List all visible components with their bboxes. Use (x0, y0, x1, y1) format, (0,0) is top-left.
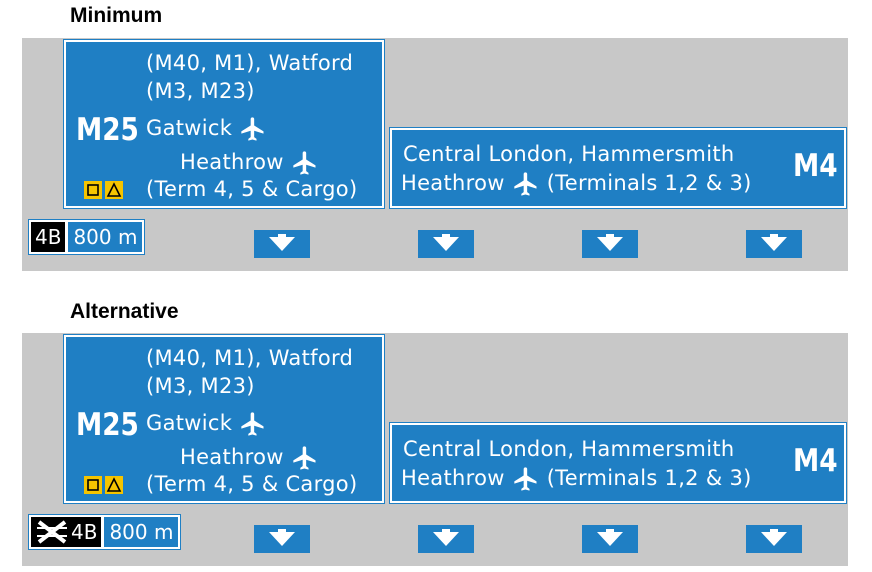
lane-down-arrow (746, 525, 802, 553)
lane-down-arrow (418, 230, 474, 258)
airport-plane-icon (514, 172, 537, 196)
lane-down-arrow (582, 230, 638, 258)
right-direction-sign: Central London, Hammersmith Heathrow (Te… (389, 422, 847, 504)
triangle-symbol-icon (105, 181, 123, 199)
down-arrow-icon (269, 234, 295, 251)
sign-line-m3-m23: (M3, M23) (146, 374, 255, 398)
sign-line-heathrow: Heathrow (180, 444, 319, 472)
sign-line-central-london: Central London, Hammersmith (403, 142, 735, 166)
section-title-alternative: Alternative (70, 300, 179, 323)
sign-line-gatwick: Gatwick (146, 115, 267, 143)
down-arrow-icon (761, 529, 787, 546)
sign-line-heathrow-terminals: Heathrow (Terminals 1,2 & 3) (401, 465, 752, 493)
route-number-m25: M25 (76, 407, 139, 443)
airport-plane-icon (293, 151, 316, 175)
heathrow-label: Heathrow (401, 466, 505, 490)
distance-label: 800 m (68, 222, 143, 252)
airport-plane-icon (514, 467, 537, 491)
sign-line-term: (Term 4, 5 & Cargo) (146, 472, 358, 496)
down-arrow-icon (433, 529, 459, 546)
gatwick-label: Gatwick (146, 116, 233, 140)
lane-down-arrow (582, 525, 638, 553)
down-arrow-icon (597, 529, 623, 546)
down-arrow-icon (433, 234, 459, 251)
distance-label: 800 m (104, 517, 179, 547)
triangle-symbol-icon (105, 476, 123, 494)
sign-line-term: (Term 4, 5 & Cargo) (146, 177, 358, 201)
route-number-m4: M4 (793, 443, 838, 479)
junction-distance-sign: 4B 800 m (28, 219, 146, 255)
sign-line-heathrow: Heathrow (180, 149, 319, 177)
airport-plane-icon (241, 412, 264, 436)
right-direction-sign: Central London, Hammersmith Heathrow (Te… (389, 127, 847, 209)
sign-line-gatwick: Gatwick (146, 410, 267, 438)
junction-distance-sign: 4B 800 m (28, 514, 182, 550)
gantry-alternative: (M40, M1), Watford (M3, M23) M25 Gatwick… (22, 333, 848, 566)
lane-down-arrow (746, 230, 802, 258)
heathrow-label: Heathrow (401, 171, 505, 195)
route-number-m25: M25 (76, 112, 139, 148)
junction-number: 4B (31, 517, 102, 547)
down-arrow-icon (597, 234, 623, 251)
lane-down-arrow (418, 525, 474, 553)
left-direction-sign: (M40, M1), Watford (M3, M23) M25 Gatwick… (63, 39, 385, 209)
gantry-minimum: (M40, M1), Watford (M3, M23) M25 Gatwick… (22, 38, 848, 271)
crossed-junction-icon (37, 520, 67, 544)
sign-line-heathrow-terminals: Heathrow (Terminals 1,2 & 3) (401, 170, 752, 198)
square-symbol-icon (84, 181, 102, 199)
terminals-label: (Terminals 1,2 & 3) (546, 171, 752, 195)
terminals-label: (Terminals 1,2 & 3) (546, 466, 752, 490)
airport-plane-icon (293, 446, 316, 470)
heathrow-label: Heathrow (180, 445, 284, 469)
junction-number: 4B (31, 222, 66, 252)
left-direction-sign: (M40, M1), Watford (M3, M23) M25 Gatwick… (63, 334, 385, 504)
heathrow-label: Heathrow (180, 150, 284, 174)
sign-line-watford: (M40, M1), Watford (146, 346, 354, 370)
section-title-minimum: Minimum (70, 4, 163, 27)
gatwick-label: Gatwick (146, 411, 233, 435)
sign-line-central-london: Central London, Hammersmith (403, 437, 735, 461)
lane-down-arrow (254, 230, 310, 258)
down-arrow-icon (269, 529, 295, 546)
sign-line-watford: (M40, M1), Watford (146, 51, 354, 75)
down-arrow-icon (761, 234, 787, 251)
airport-plane-icon (241, 117, 264, 141)
route-number-m4: M4 (793, 148, 838, 184)
square-symbol-icon (84, 476, 102, 494)
lane-down-arrow (254, 525, 310, 553)
sign-line-m3-m23: (M3, M23) (146, 79, 255, 103)
